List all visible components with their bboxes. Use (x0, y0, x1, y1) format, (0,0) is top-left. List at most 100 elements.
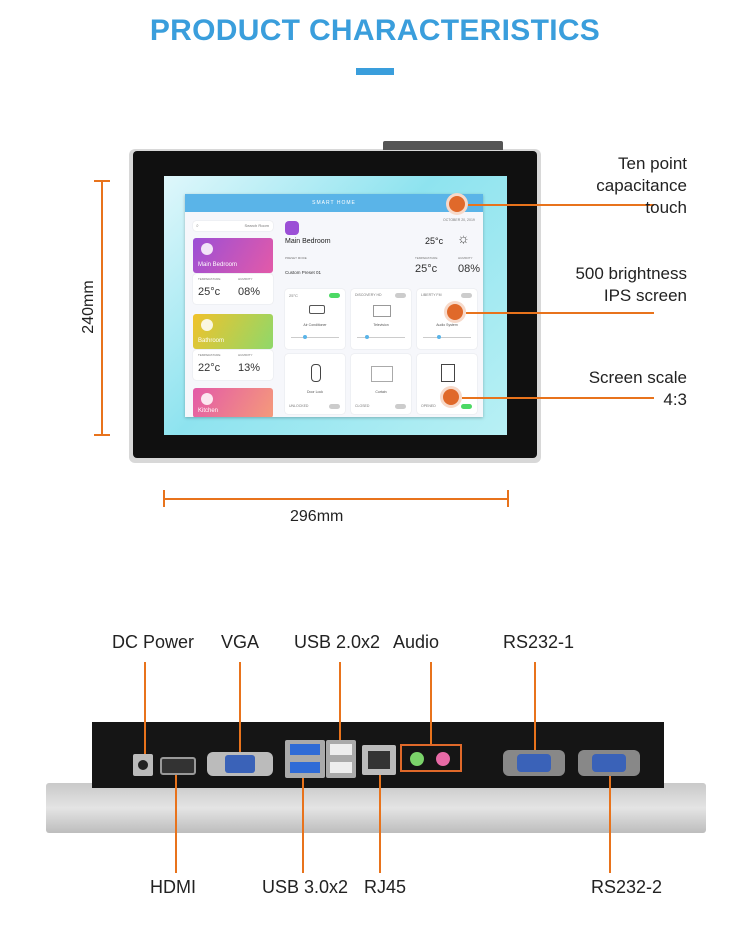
window-icon (441, 364, 455, 382)
label-rs232-1: RS232-1 (503, 632, 575, 652)
room-humidity: 08% (238, 286, 261, 298)
room-title: Main Bedroom (285, 238, 331, 245)
hdmi-port (160, 757, 196, 775)
width-dimension-line (164, 498, 508, 500)
label-audio: Audio (393, 632, 440, 652)
toggle-icon[interactable] (329, 404, 340, 409)
room-name: Kitchen (198, 408, 219, 414)
device-card-audio-system[interactable]: LIBERTY FM Audio System (417, 289, 477, 349)
callout-line-scale (462, 397, 654, 399)
width-dimension-cap-right (507, 490, 509, 507)
humidity-label: HUMIDITY (238, 277, 253, 281)
height-dimension-cap-top (94, 180, 110, 182)
callout-scale-line1: Screen scale (588, 368, 687, 387)
height-dimension-line (101, 181, 103, 436)
bed-icon (201, 243, 213, 255)
device-card-door-lock[interactable]: Door Lock UNLOCKED (285, 354, 345, 414)
temp-label: TEMPERATURE (415, 256, 438, 260)
slider[interactable] (291, 337, 339, 338)
temp-label: TEMPERATURE (198, 353, 221, 357)
dc-power-port (133, 754, 153, 776)
temp-value: 25°c (415, 263, 438, 275)
device-card-curtain[interactable]: Curtain CLOSED (351, 354, 411, 414)
toggle-icon[interactable] (461, 404, 472, 409)
label-rs232-2: RS232-2 (591, 877, 663, 897)
toggle-icon[interactable] (395, 293, 406, 298)
door-lock-icon (311, 364, 321, 382)
bath-icon (201, 319, 213, 331)
humidity-value: 08% (458, 263, 481, 275)
preset-value: Custom Preset 01 (285, 270, 322, 275)
tablet-top-bracket (383, 141, 503, 150)
callout-touch-line3: touch (645, 198, 687, 217)
room-humidity: 13% (238, 362, 261, 374)
label-rj45: RJ45 (364, 877, 407, 897)
callout-touch: Ten point capacitance touch (520, 153, 687, 219)
leader-rs232-2 (609, 776, 611, 873)
room-temp: 22°c (198, 362, 221, 374)
room-card-main-bedroom[interactable]: Main Bedroom (193, 238, 273, 273)
room-card-bathroom[interactable]: Bathroom (193, 314, 273, 349)
rs232-2-port (578, 750, 640, 776)
room-card-kitchen[interactable]: Kitchen (193, 388, 273, 417)
slider-thumb[interactable] (437, 335, 441, 339)
date-label: OCTOBER 20, 2019 (443, 218, 475, 222)
device-card-air-conditioner[interactable]: 25°C Air Conditioner (285, 289, 345, 349)
temp-label: TEMPERATURE (198, 277, 221, 281)
callout-scale-line2: 4:3 (663, 390, 687, 409)
slider-thumb[interactable] (365, 335, 369, 339)
callout-ips: 500 brightness IPS screen (520, 263, 687, 307)
device-label: Audio System (436, 323, 458, 327)
width-dimension-label: 296mm (290, 508, 344, 525)
device-status: DISCOVERY HD (355, 293, 382, 297)
weather-icon: ☼ (457, 230, 470, 246)
curtain-icon (371, 366, 393, 382)
device-status: CLOSED (355, 404, 370, 408)
device-label: Curtain (375, 390, 387, 394)
usb2-port-stack (326, 740, 356, 778)
height-dimension-label: 240mm (80, 280, 97, 334)
device-label: Air Conditioner (303, 323, 327, 327)
slider[interactable] (357, 337, 405, 338)
device-label: Television (373, 323, 389, 327)
toggle-icon[interactable] (395, 404, 406, 409)
device-status: UNLOCKED (289, 404, 309, 408)
room-temp: 25°c (198, 286, 221, 298)
toggle-icon[interactable] (329, 293, 340, 298)
air-conditioner-icon (309, 305, 325, 314)
leader-rj45 (379, 775, 381, 873)
callout-scale: Screen scale 4:3 (520, 367, 687, 411)
leader-dc-power (144, 662, 146, 754)
device-label: Door Lock (307, 390, 323, 394)
title-underline (356, 68, 394, 75)
label-usb3: USB 3.0x2 (262, 877, 349, 897)
device-card-television[interactable]: DISCOVERY HD Television (351, 289, 411, 349)
slider-thumb[interactable] (303, 335, 307, 339)
callout-ips-line2: IPS screen (603, 286, 687, 305)
touch-marker-dot (446, 193, 468, 215)
label-vga: VGA (221, 632, 260, 652)
leader-audio (430, 662, 432, 744)
callout-touch-line2: capacitance (596, 176, 687, 195)
callout-ips-line1: 500 brightness (575, 264, 687, 283)
usb3-port-stack (285, 740, 325, 778)
label-usb2: USB 2.0x2 (294, 632, 381, 652)
leader-usb3 (302, 778, 304, 873)
rs232-1-port (503, 750, 565, 776)
slider[interactable] (423, 337, 471, 338)
search-placeholder: Search Room (244, 223, 269, 228)
leader-vga (239, 662, 241, 752)
room-stats-bathroom: TEMPERATURE HUMIDITY 22°c 13% (193, 350, 273, 380)
preset-label: PRESET MODE (285, 256, 307, 260)
leader-hdmi (175, 775, 177, 873)
device-status: OPENED (421, 404, 436, 408)
humidity-label: HUMIDITY (238, 353, 253, 357)
mounting-rail (46, 783, 706, 833)
toggle-icon[interactable] (461, 293, 472, 298)
width-dimension-cap-left (163, 490, 165, 507)
room-stats-main-bedroom: TEMPERATURE HUMIDITY 25°c 08% (193, 274, 273, 304)
room-title-temp: 25°c (425, 236, 444, 246)
smart-home-app: SMART HOME ⌕ Search Room Main Bedroom TE… (185, 194, 483, 417)
humidity-label: HUMIDITY (458, 256, 473, 260)
search-box[interactable]: ⌕ Search Room (193, 221, 273, 231)
